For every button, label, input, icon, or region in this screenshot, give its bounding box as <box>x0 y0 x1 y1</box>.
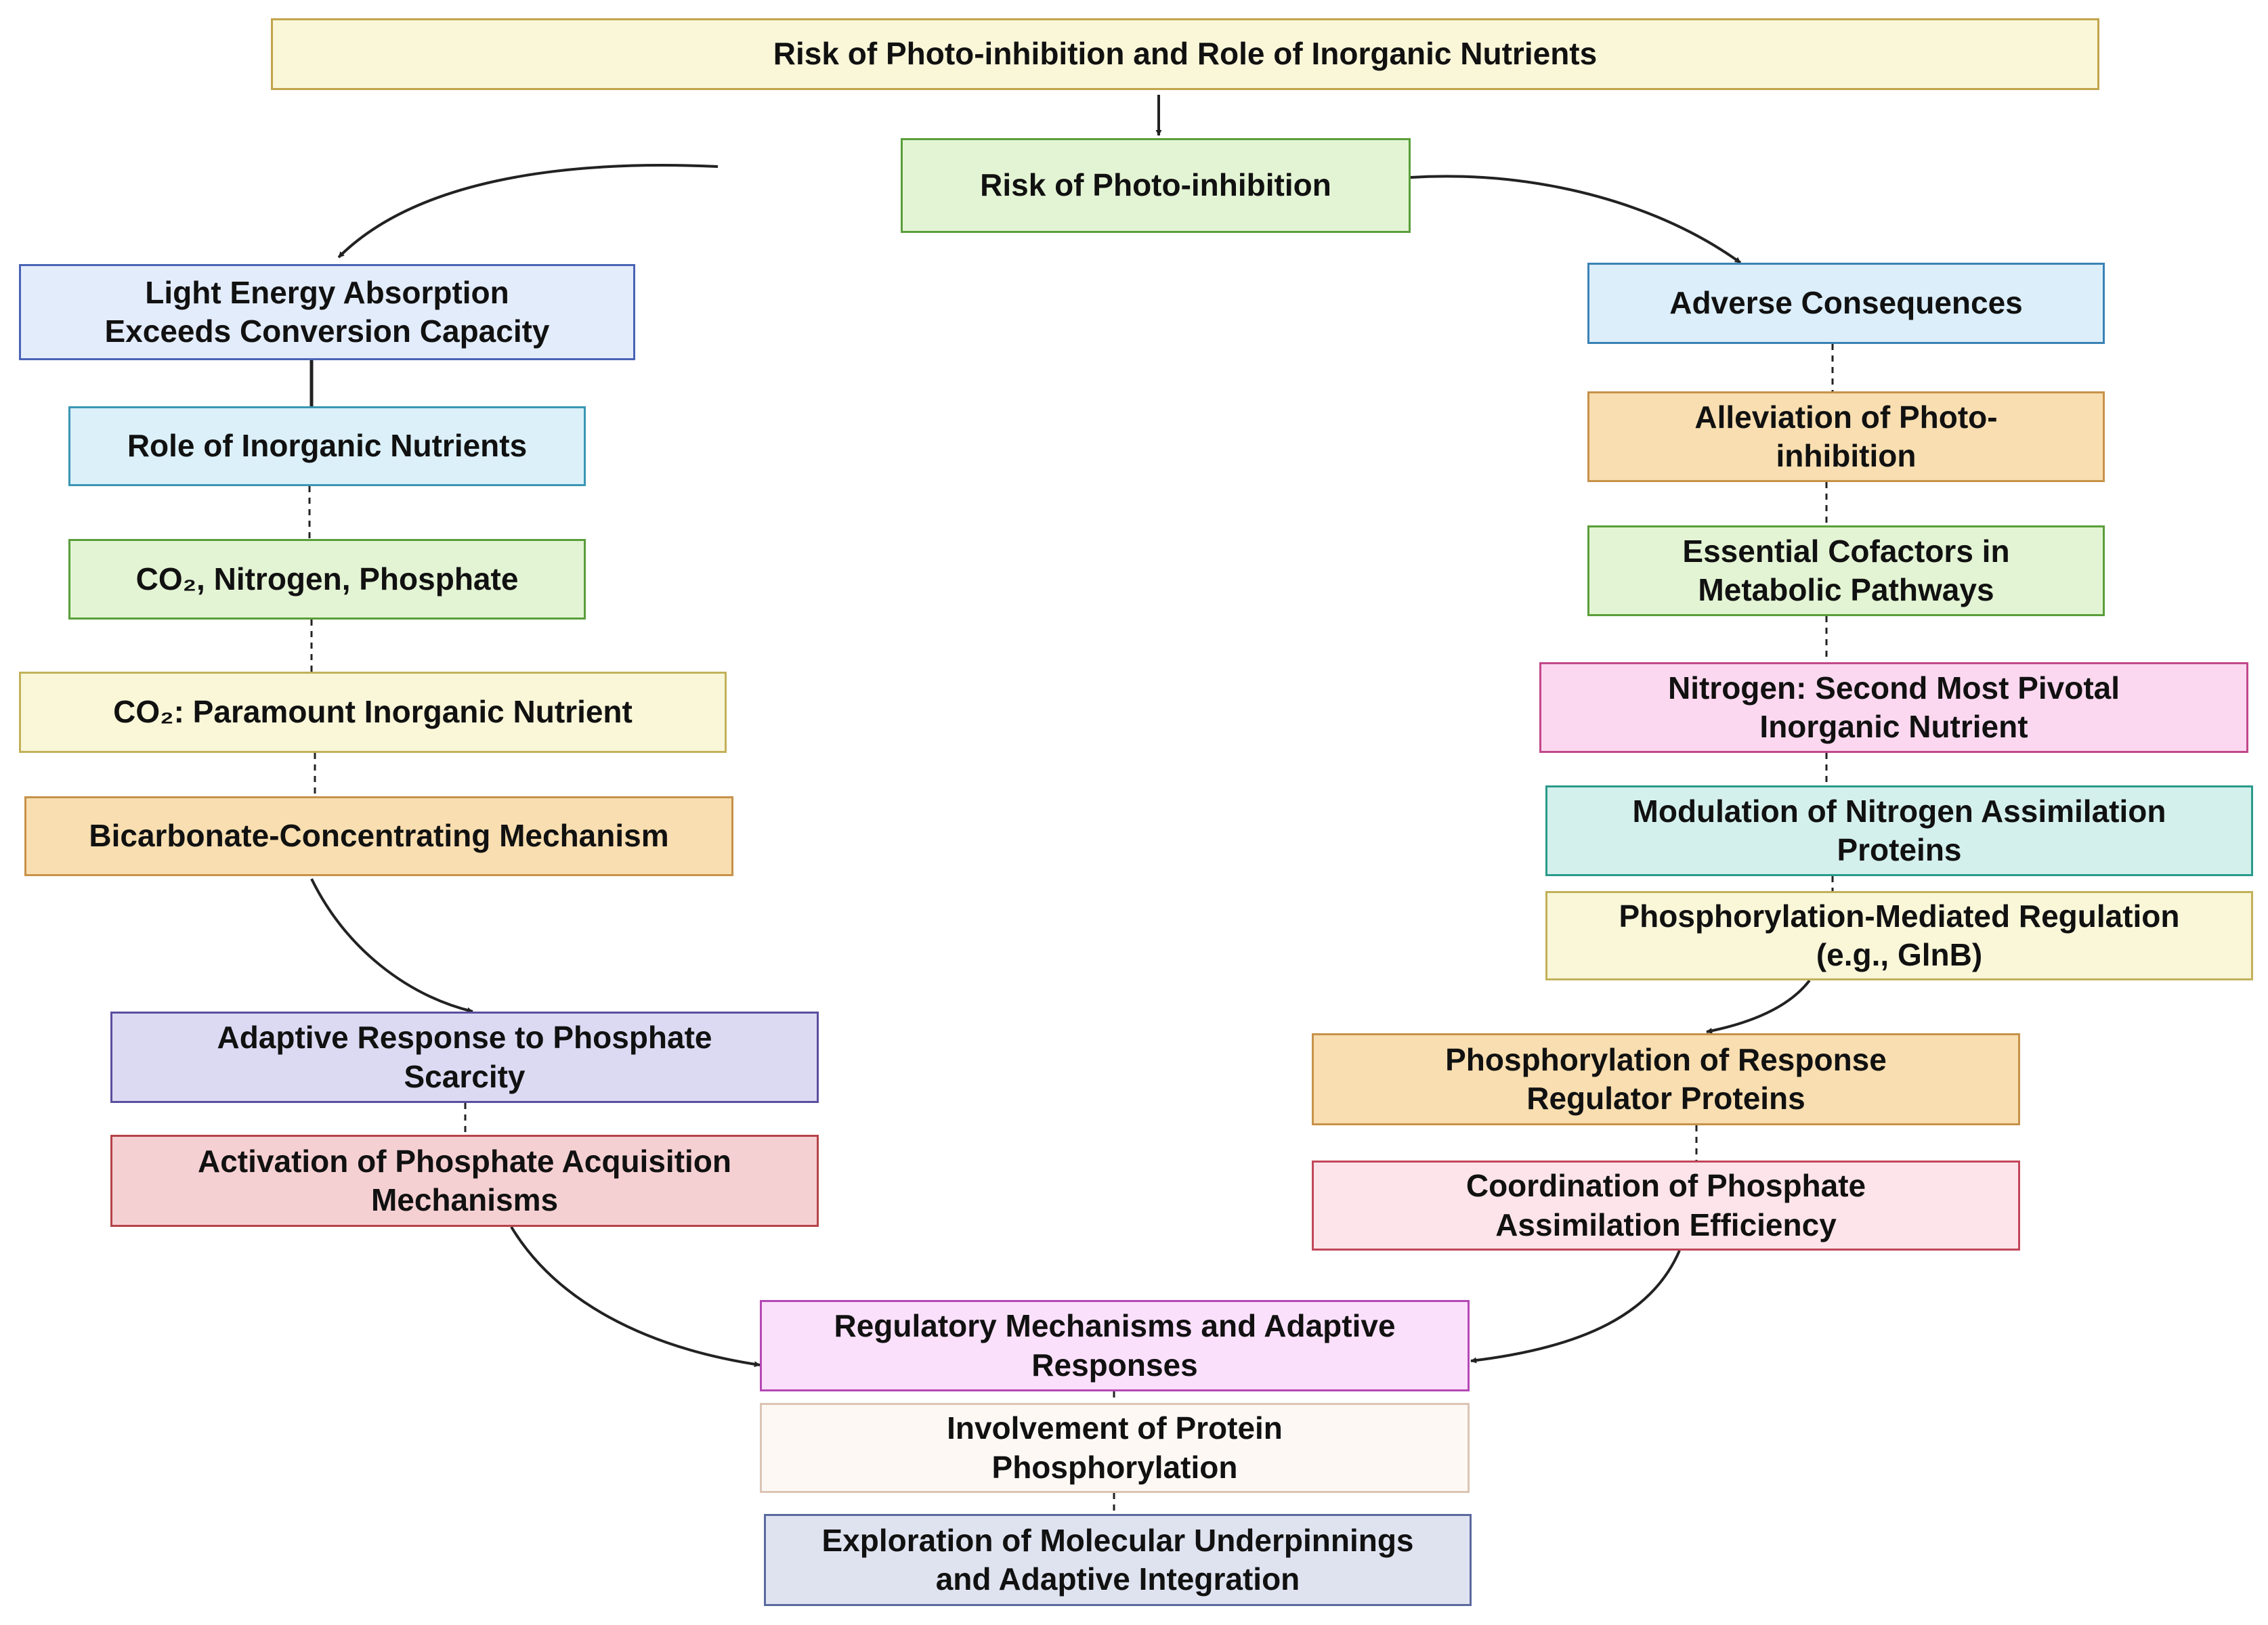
arrow-phospho-to-response <box>1706 979 1811 1034</box>
arrow-center-to-adverse <box>1361 175 1742 264</box>
node-bicarbonate-mechanism: Bicarbonate-Concentrating Mechanism <box>24 796 733 876</box>
node-alleviation-photo-inhibition: Alleviation of Photo-inhibition <box>1587 391 2105 482</box>
arrow-activation-to-regulatory <box>510 1226 761 1368</box>
node-risk-of-photo-inhibition: Risk of Photo-inhibition <box>901 138 1411 233</box>
arrow-coordination-to-regulatory <box>1470 1250 1681 1364</box>
arrow-bicarbonate-to-adaptive <box>310 878 473 1014</box>
node-phosphorylation-mediated-regulation: Phosphorylation-Mediated Regulation(e.g.… <box>1545 891 2253 980</box>
node-role-of-inorganic-nutrients: Role of Inorganic Nutrients <box>68 406 586 486</box>
diagram-title: Risk of Photo-inhibition and Role of Ino… <box>271 18 2099 90</box>
node-adverse-consequences: Adverse Consequences <box>1587 263 2105 344</box>
arrow-center-to-light-energy <box>337 164 719 259</box>
node-co2-paramount: CO₂: Paramount Inorganic Nutrient <box>19 672 727 753</box>
node-co2-nitrogen-phosphate: CO₂, Nitrogen, Phosphate <box>68 539 586 620</box>
